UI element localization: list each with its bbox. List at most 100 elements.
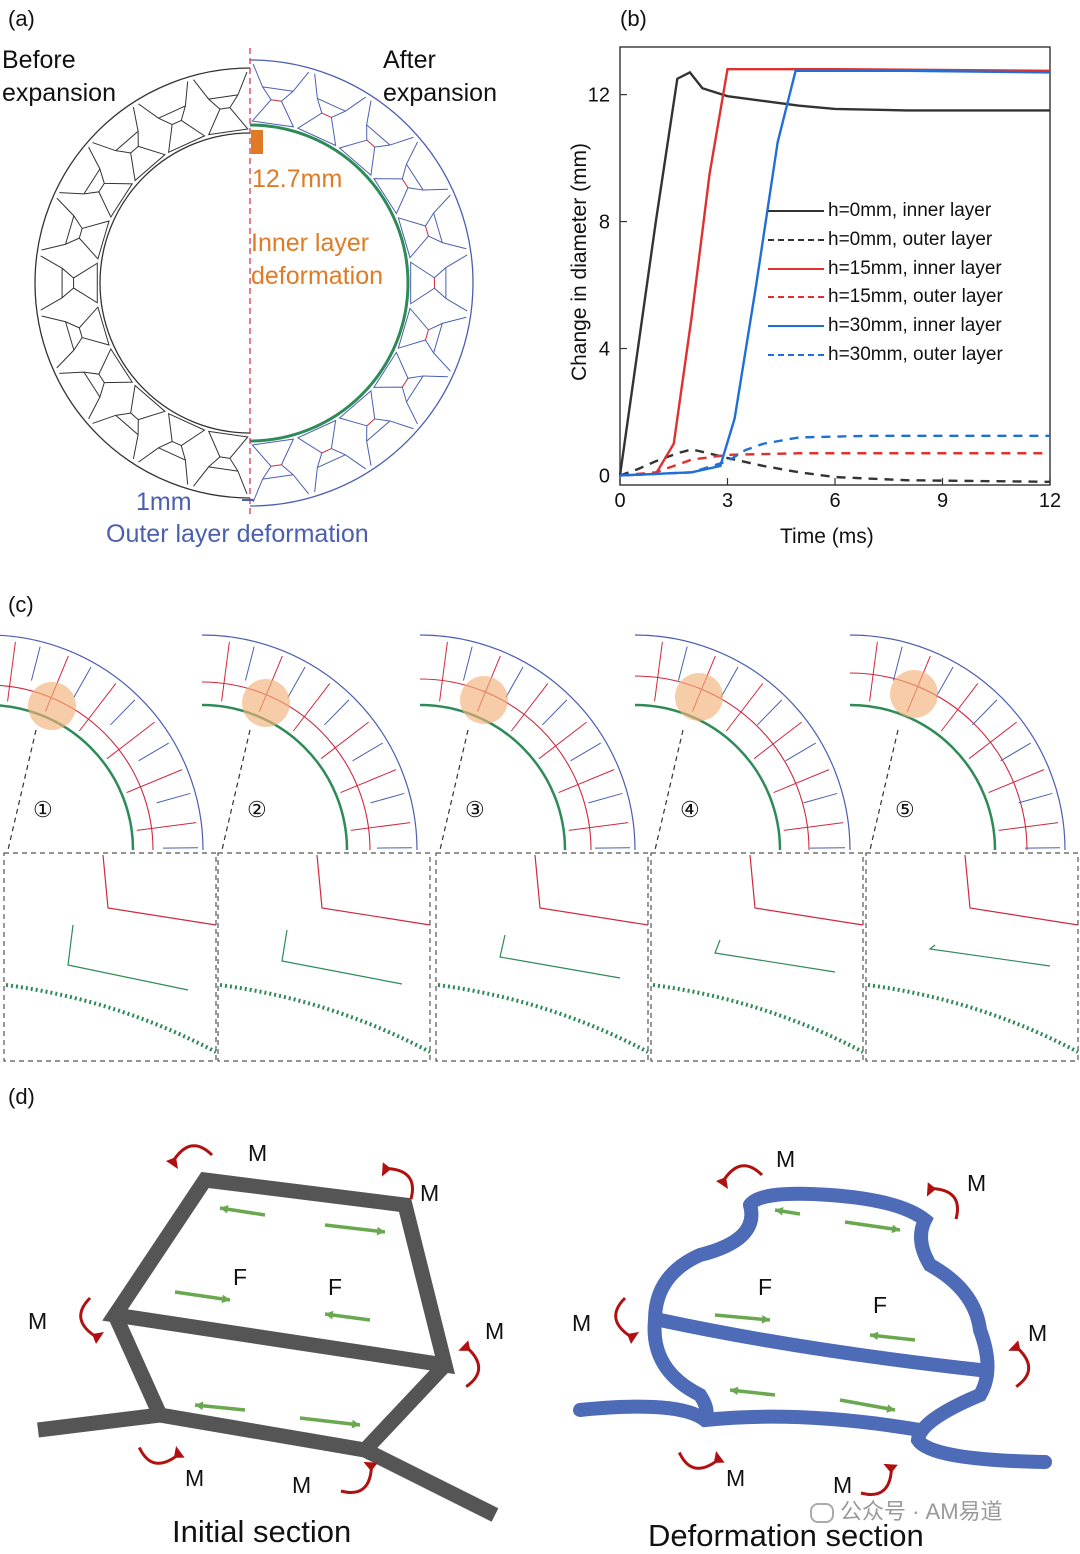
ring-cell-bar [220, 457, 230, 458]
after-expansion-label: After expansion [383, 44, 497, 110]
cell-edge [999, 823, 1058, 831]
inner-arc [0, 705, 133, 850]
zoom-guide [655, 730, 683, 850]
cell-edge [127, 770, 182, 793]
moment-arrow [616, 1298, 639, 1344]
ring-cell-bar [158, 448, 185, 460]
cell-edge [757, 700, 781, 725]
cell-edge [589, 793, 623, 802]
zoom-green-line [930, 945, 1050, 966]
ring-cell [411, 255, 468, 311]
moment-arrowhead [458, 1339, 472, 1353]
moment-arrowhead [716, 1177, 728, 1189]
ring-cell [138, 81, 204, 152]
moment-label: M [485, 1318, 504, 1345]
ring-cell-bar [406, 164, 423, 190]
force-arrowhead [730, 1387, 738, 1396]
ring-cell [252, 64, 308, 127]
ring-cell [138, 414, 204, 485]
ring-cell-bar [322, 449, 332, 453]
inner-text-line-1: Inner layer [251, 227, 383, 260]
ring-cell [93, 386, 165, 459]
cell-edge [559, 770, 614, 793]
moment-arc [722, 1166, 762, 1183]
ring-cell-bar [263, 475, 294, 479]
ring-cell-bar [79, 228, 82, 238]
force-arrow [175, 1292, 230, 1300]
ring-cell-bar [116, 131, 138, 150]
x-tick-label: 9 [937, 490, 948, 512]
inner-dimension-label: 12.7mm [252, 165, 342, 194]
zoom-green-line [715, 940, 835, 972]
watermark: 公众号 · AM易道 [810, 1494, 1003, 1526]
ring-cell-bar [220, 108, 230, 109]
legend-swatch [768, 239, 824, 241]
ring-left-outer [35, 68, 250, 498]
ring-cell-bar [367, 125, 390, 145]
cell-edge [941, 683, 978, 731]
zoom-box [436, 853, 648, 1061]
ring-cell [398, 195, 466, 258]
y-tick-label: 0 [599, 465, 610, 487]
zoom-box [866, 853, 1078, 1061]
moment-label: M [420, 1180, 439, 1207]
cell-edge [79, 683, 116, 731]
cell-edge [341, 770, 396, 793]
panel-c-label: (c) [8, 592, 34, 618]
moment-arc [929, 1180, 964, 1223]
cell-edge [774, 770, 829, 793]
legend-swatch [768, 325, 824, 327]
moment-arrowhead [921, 1180, 937, 1196]
panel-b-label: (b) [620, 6, 647, 32]
panel-c-sequence [0, 635, 1078, 1061]
ring-cell-bar [271, 465, 281, 466]
moment-arc [136, 1440, 180, 1470]
zoom-green-line [500, 935, 620, 978]
moment-label: M [726, 1465, 745, 1492]
cell-edge [721, 667, 738, 697]
cell-edge [157, 793, 191, 802]
force-arrowhead [195, 1401, 203, 1410]
ring-left-inner [100, 133, 250, 433]
moment-arrow [452, 1339, 483, 1388]
inner-arc [202, 705, 347, 850]
moment-arc [172, 1146, 212, 1163]
highlight-circle [28, 682, 76, 730]
initial-left-tail [38, 1415, 160, 1430]
step-number: ④ [680, 797, 700, 823]
before-line-2: expansion [2, 77, 116, 110]
cell-edge [324, 700, 348, 725]
zoom-green-strip [220, 985, 430, 1052]
cell-edge [440, 642, 448, 701]
cell-edge [655, 642, 663, 701]
ring-cell-bar [99, 374, 104, 382]
before-line-1: Before [2, 44, 116, 77]
ring-cell [93, 107, 165, 180]
initial-section-title: Initial section [172, 1514, 351, 1550]
ring-cell [42, 198, 109, 259]
ring-cell-bar [66, 216, 74, 244]
moment-label: M [1028, 1320, 1047, 1347]
cell-edge [222, 642, 230, 701]
zoom-red-line [965, 855, 1078, 925]
cell-edge [8, 642, 16, 701]
step-number: ③ [465, 797, 485, 823]
legend-entry: h=0mm, inner layer [768, 200, 991, 226]
moment-arrowhead [92, 1332, 104, 1344]
ring-cell [398, 308, 466, 371]
ring-cell-bar [367, 140, 375, 147]
cell-edge [371, 793, 405, 802]
initial-right-tail [365, 1450, 495, 1515]
force-arrow [325, 1225, 385, 1232]
force-arrowhead [870, 1332, 878, 1341]
x-tick-label: 6 [829, 490, 840, 512]
moment-arrowhead [627, 1332, 639, 1344]
ring-cell [252, 439, 308, 502]
legend-entry: h=15mm, outer layer [768, 286, 1003, 312]
panel-d-label: (d) [8, 1084, 35, 1110]
moment-arc [81, 1298, 98, 1338]
inner-arc [420, 705, 565, 850]
moment-arrowhead [883, 1458, 899, 1474]
inner-deformation-marker [251, 130, 263, 154]
zoom-red-line [103, 855, 216, 925]
